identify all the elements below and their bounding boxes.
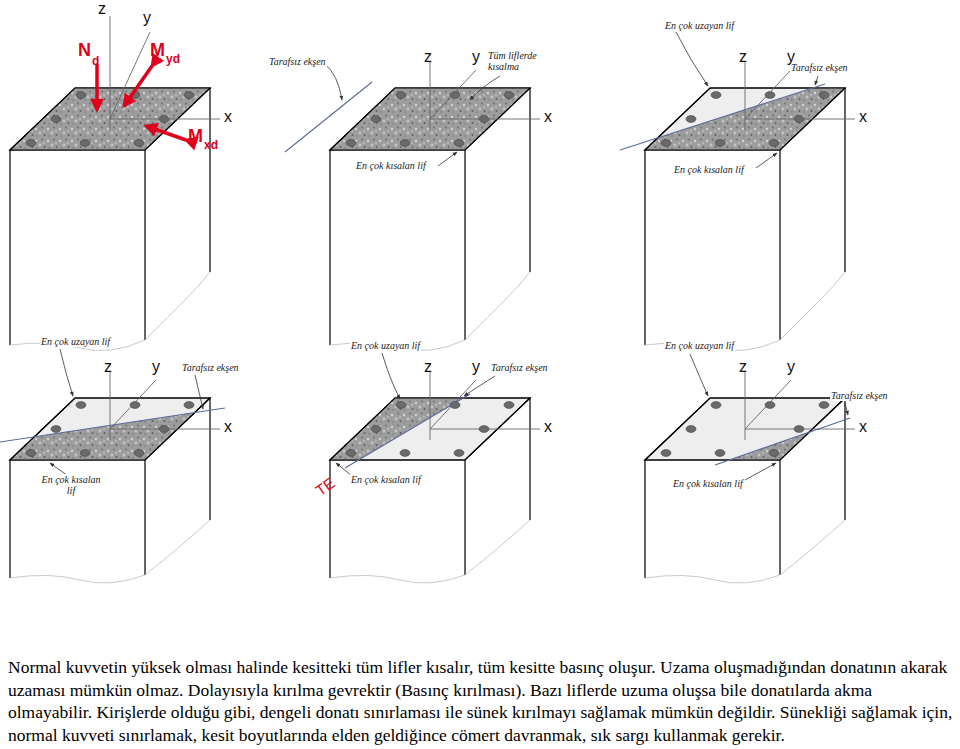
column-4 <box>110 372 220 440</box>
axis-letter: y <box>472 48 480 66</box>
axis-letter: x <box>859 418 867 436</box>
callout-label: En çok kısalan lif <box>350 474 422 485</box>
leader-lines <box>470 76 500 100</box>
callout-label: En çok kısalan lif <box>673 164 745 175</box>
callout-label: Tarafsız ekşen <box>181 362 240 373</box>
neutral-axis <box>715 418 850 465</box>
axis-letter: z <box>424 358 432 376</box>
moment-subscript: xd <box>204 138 218 152</box>
column-1 <box>110 16 111 130</box>
axis-tag: TE <box>312 474 337 499</box>
column-5 <box>430 372 431 440</box>
column-4 <box>110 429 220 430</box>
leader-lines <box>676 32 708 86</box>
column-6 <box>745 429 855 430</box>
callout-label: En çok kısalan lif <box>355 160 427 171</box>
axis-letter: x <box>544 418 552 436</box>
force-arrows <box>97 64 186 140</box>
column-3 <box>745 62 746 130</box>
callout-label: En çok kısalan lif <box>40 474 102 496</box>
neutral-axis <box>620 84 825 150</box>
axis-letter: x <box>859 108 867 126</box>
column-2 <box>330 62 540 351</box>
axis-letter: z <box>98 0 106 18</box>
leader-lines <box>60 349 73 396</box>
axis-letter: z <box>104 358 112 376</box>
column-1 <box>110 119 220 120</box>
callout-label: Tüm liflerde kısalma <box>488 50 544 72</box>
callout-label: En çok uzayan lif <box>664 20 735 31</box>
moment-label: M <box>188 126 203 147</box>
leader-lines <box>756 153 777 168</box>
column-5 <box>430 429 540 430</box>
column-2 <box>430 62 431 130</box>
axis-letter: y <box>152 358 160 376</box>
axis-letter: x <box>224 108 232 126</box>
leader-lines <box>745 463 776 480</box>
callout-label: En çok uzayan lif <box>350 340 421 351</box>
column-3 <box>745 119 855 120</box>
leader-lines <box>815 76 818 85</box>
axis-letter: x <box>224 418 232 436</box>
axis-letter: z <box>424 48 432 66</box>
caption-text: Normal kuvvetin yüksek olması halinde ke… <box>8 656 955 746</box>
force-arrows <box>95 64 99 110</box>
axis-letter: z <box>739 358 747 376</box>
axis-letter: y <box>143 9 151 27</box>
leader-lines <box>325 64 342 100</box>
column-2 <box>430 70 476 119</box>
column-1 <box>110 16 220 130</box>
neutral-axis <box>0 408 225 442</box>
callout-label: En çok uzayan lif <box>40 336 111 347</box>
force-label: N <box>78 40 91 61</box>
leader-lines <box>50 32 848 480</box>
axis-letter: x <box>544 108 552 126</box>
axis-letter: y <box>472 358 480 376</box>
force-arrows <box>124 66 152 106</box>
callout-label: Tarafsız ekşen <box>790 62 849 73</box>
leader-lines <box>690 354 708 396</box>
leader-lines <box>382 353 400 399</box>
force-arrows <box>146 126 186 140</box>
force-subscript: d <box>92 54 99 68</box>
leader-lines <box>438 152 457 166</box>
callout-label: Tarafsız ekşen <box>830 390 889 401</box>
column-5 <box>430 372 540 440</box>
axis-letter: y <box>787 48 795 66</box>
column-3 <box>645 62 855 351</box>
column-4 <box>110 372 111 440</box>
column-6 <box>745 372 855 440</box>
moment-label: M <box>150 40 165 61</box>
callout-label: Tarafsız ekşen <box>490 362 549 373</box>
column-2 <box>430 62 540 130</box>
moment-subscript: yd <box>166 52 180 66</box>
column-3 <box>745 62 855 130</box>
column-6 <box>745 380 791 429</box>
callout-label: En çok uzayan lif <box>664 340 735 351</box>
callout-label: Tarafsız ekşen <box>268 56 327 67</box>
axis-letter: z <box>739 48 747 66</box>
neutral-axis <box>285 82 372 152</box>
neutral-axis <box>345 394 470 468</box>
column-2 <box>430 119 540 120</box>
column-5 <box>330 372 540 583</box>
leader-lines <box>845 403 848 415</box>
column-4 <box>10 372 220 583</box>
column-6 <box>645 372 855 583</box>
column-6 <box>745 372 746 440</box>
leader-lines <box>464 376 495 396</box>
axis-letter: y <box>787 358 795 376</box>
column-3 <box>745 70 791 119</box>
column-1 <box>10 16 220 351</box>
callout-label: En çok kısalan lif <box>672 478 744 489</box>
leader-lines <box>195 375 203 409</box>
